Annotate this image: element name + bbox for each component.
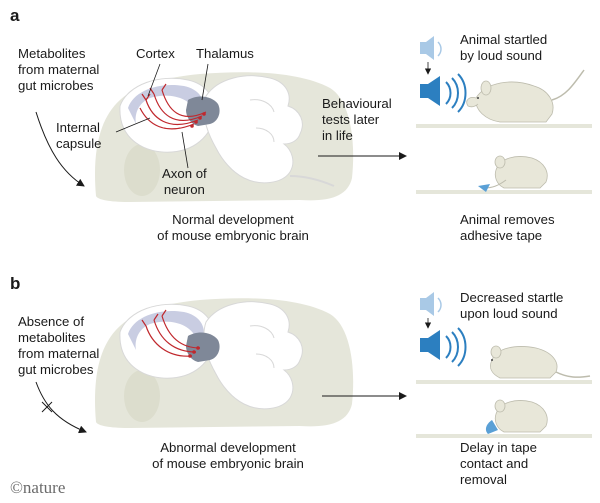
metabolites-b-line-3: from maternal <box>18 346 100 361</box>
metabolites-a-line-3: gut microbes <box>18 78 94 93</box>
panel-a-letter: a <box>10 6 20 25</box>
tape-b-line-3: removal <box>460 472 507 487</box>
tape-b-line-1: Delay in tape <box>460 440 537 455</box>
mouse-tape-a <box>416 155 592 194</box>
behaviour-line-3: in life <box>322 128 353 143</box>
metabolites-a-line-1: Metabolites <box>18 46 86 61</box>
speaker-a <box>420 36 467 113</box>
mouse-tape-b <box>416 399 592 438</box>
behaviour-label: Behavioural tests later in life <box>322 96 392 144</box>
axon-label: Axon of neuron <box>162 166 207 198</box>
startle-a-line-1: Animal startled <box>460 32 548 47</box>
tape-b-line-2: contact and <box>460 456 529 471</box>
startle-b-line-1: Decreased startle <box>460 290 564 305</box>
metabolites-b-line-1: Absence of <box>18 314 84 329</box>
internal-capsule-line-1: Internal <box>56 120 100 135</box>
metabolites-label-b: Absence of metabolites from maternal gut… <box>18 314 99 378</box>
nature-credit: ©nature <box>10 478 66 497</box>
metabolites-a-line-2: from maternal <box>18 62 100 77</box>
startle-a-line-2: by loud sound <box>460 48 543 63</box>
axon-line-1: Axon of <box>162 166 207 181</box>
metabolites-b-line-2: metabolites <box>18 330 86 345</box>
internal-capsule-line-2: capsule <box>56 136 102 151</box>
panel-b-letter: b <box>10 274 21 293</box>
caption-a-line-2: of mouse embryonic brain <box>157 228 309 243</box>
startle-b-line-2: upon loud sound <box>460 306 558 321</box>
brain-a <box>119 75 335 187</box>
caption-a: Normal development of mouse embryonic br… <box>133 212 333 244</box>
metabolites-label-a: Metabolites from maternal gut microbes <box>18 46 99 94</box>
mouse-startled-a <box>416 69 592 128</box>
metabolites-b-line-4: gut microbes <box>18 362 94 377</box>
caption-b: Abnormal development of mouse embryonic … <box>118 440 338 472</box>
internal-capsule-label: Internal capsule <box>56 120 101 152</box>
axons-b <box>141 309 201 357</box>
metabolite-arrow-b <box>35 381 87 434</box>
thalamus-label: Thalamus <box>196 46 254 61</box>
tape-label-a: Animal removes adhesive tape <box>460 212 555 244</box>
caption-a-line-1: Normal development <box>172 212 294 227</box>
tape-label-b: Delay in tape contact and removal <box>460 440 537 488</box>
caption-b-line-1: Abnormal development <box>160 440 296 455</box>
metabolite-arrow-a <box>35 111 85 187</box>
mouse-decreased-b <box>416 345 592 384</box>
leaders-a <box>115 63 209 169</box>
axons-a <box>139 83 207 130</box>
cortex-label: Cortex <box>136 46 175 61</box>
startle-label-b: Decreased startle upon loud sound <box>460 290 563 322</box>
blocked-cross <box>41 401 53 413</box>
tape-a-line-2: adhesive tape <box>460 228 543 243</box>
startle-label-a: Animal startled by loud sound <box>460 32 547 64</box>
brain-b <box>119 301 303 410</box>
caption-b-line-2: of mouse embryonic brain <box>152 456 304 471</box>
behaviour-line-2: tests later <box>322 112 380 127</box>
speaker-b <box>420 292 467 367</box>
tape-a-line-1: Animal removes <box>460 212 555 227</box>
axon-line-2: neuron <box>163 182 205 197</box>
behaviour-line-1: Behavioural <box>322 96 392 111</box>
